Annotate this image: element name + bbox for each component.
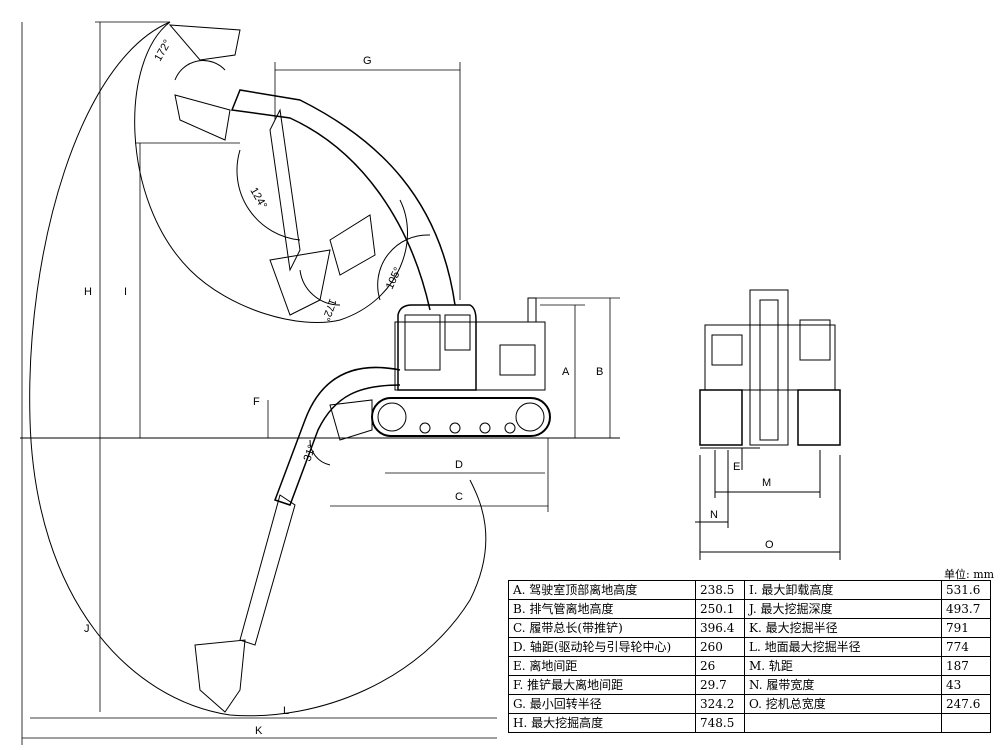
label-J: J bbox=[84, 623, 90, 635]
label-K: K bbox=[255, 725, 263, 737]
label-H: H bbox=[84, 286, 92, 298]
label-F: F bbox=[253, 396, 260, 408]
angle-105: 105° bbox=[384, 266, 404, 292]
label-G: G bbox=[363, 55, 372, 67]
label-D: D bbox=[455, 459, 463, 471]
bucket-dump bbox=[269, 249, 331, 316]
label-O: O bbox=[765, 539, 774, 551]
label-L: L bbox=[283, 705, 289, 717]
arm-lowered bbox=[239, 494, 296, 646]
track-rollers bbox=[377, 402, 545, 434]
reach-envelope bbox=[29, 21, 487, 717]
unit-label: 单位: mm bbox=[944, 568, 995, 581]
label-I: I bbox=[124, 286, 127, 298]
angle-124: 124° bbox=[247, 186, 269, 212]
boom-raised bbox=[230, 89, 456, 311]
front-view bbox=[695, 289, 841, 560]
angle-172-top: 172° bbox=[152, 38, 174, 64]
bucket-curl bbox=[329, 214, 376, 276]
arm-raised bbox=[269, 108, 301, 272]
dump-envelope bbox=[134, 21, 408, 323]
bucket-low bbox=[194, 639, 246, 713]
exhaust bbox=[527, 297, 537, 323]
label-C: C bbox=[455, 491, 463, 503]
label-N: N bbox=[710, 509, 718, 521]
dimension-lines bbox=[21, 21, 620, 745]
label-E: E bbox=[733, 461, 740, 473]
boom-lowered bbox=[274, 366, 401, 506]
label-B: B bbox=[596, 366, 603, 378]
cab bbox=[397, 304, 477, 391]
track bbox=[371, 397, 551, 437]
bucket-top bbox=[168, 24, 241, 61]
label-M: M bbox=[762, 477, 771, 489]
label-A: A bbox=[562, 366, 570, 378]
bucket-mid bbox=[174, 94, 231, 141]
dozer-blade bbox=[329, 399, 373, 441]
angle-31: 31° bbox=[302, 443, 319, 463]
